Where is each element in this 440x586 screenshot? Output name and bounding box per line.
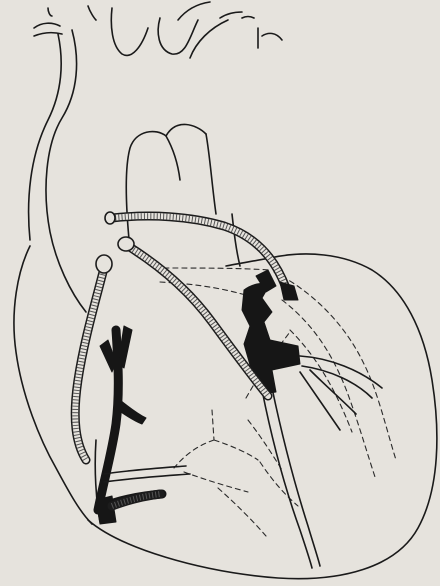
pulmonary-trunk bbox=[126, 124, 216, 250]
left-anterior-descending-artery bbox=[242, 270, 382, 568]
aorta bbox=[29, 30, 86, 312]
